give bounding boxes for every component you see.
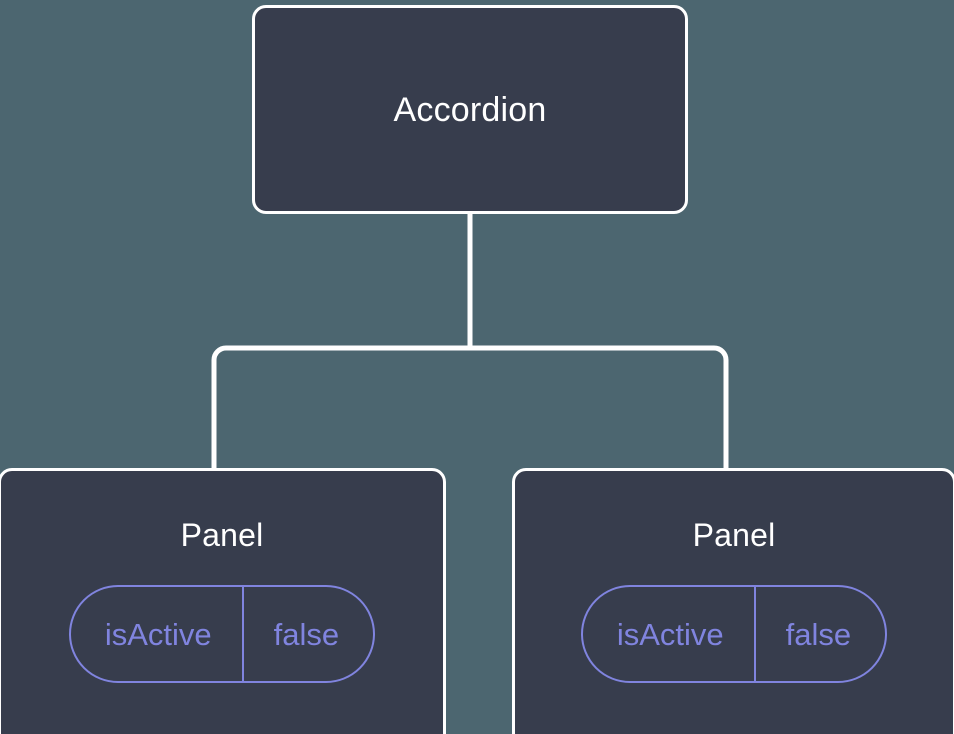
edge-corner-right (713, 345, 729, 361)
node-accordion[interactable]: Accordion (252, 5, 688, 214)
edge-corner-left (211, 345, 227, 361)
prop-key: isActive (583, 587, 756, 681)
node-panel-2-label: Panel (692, 517, 776, 553)
node-panel-1-label: Panel (180, 517, 264, 553)
edge-accordion-to-panels (211, 214, 729, 468)
node-panel-2[interactable]: Panel isActive false (512, 468, 954, 734)
prop-key: isActive (71, 587, 244, 681)
prop-value: false (785, 616, 852, 652)
node-accordion-label: Accordion (393, 90, 547, 129)
prop-value: false (273, 616, 340, 652)
prop-pill-panel-2-isactive[interactable]: isActive false (580, 585, 888, 683)
node-panel-1[interactable]: Panel isActive false (0, 468, 446, 734)
prop-pill-panel-1-isactive[interactable]: isActive false (68, 585, 376, 683)
